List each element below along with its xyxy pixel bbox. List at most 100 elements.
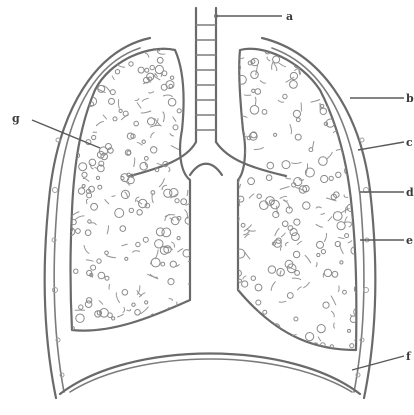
alveolus-mark <box>150 65 154 69</box>
alveolus-mark <box>170 189 178 197</box>
alveolus-mark <box>86 51 91 56</box>
alveolus-mark <box>119 109 122 112</box>
label-g: g <box>12 112 100 148</box>
bronchiole-mark <box>69 177 72 181</box>
alveolus-mark <box>115 70 119 74</box>
alveolus-mark <box>273 56 280 63</box>
alveolus-mark <box>255 284 262 291</box>
alveolus-mark <box>309 148 313 152</box>
alveolus-mark <box>307 52 314 59</box>
alveolus-mark <box>256 319 260 323</box>
alveolus-mark <box>257 194 261 198</box>
bronchiole-mark <box>118 99 119 108</box>
alveolus-mark <box>282 221 288 227</box>
bronchiole-mark <box>137 143 143 146</box>
bronchiole-mark <box>157 51 165 54</box>
alveolus-mark <box>295 271 300 276</box>
alveolus-mark <box>250 328 256 334</box>
alveolus-mark <box>74 269 78 273</box>
alveolus-mark <box>142 140 145 143</box>
bronchiole-mark <box>327 152 333 159</box>
alveolus-mark <box>170 261 176 267</box>
alveolus-mark <box>321 250 325 254</box>
bronchiole-mark <box>158 330 167 332</box>
bronchiole-mark <box>256 65 258 75</box>
alveolus-mark <box>354 308 362 316</box>
bronchiole-mark <box>170 133 174 136</box>
alveolus-mark <box>138 67 144 73</box>
alveolus-mark <box>145 301 148 304</box>
alveolus-mark <box>187 76 196 85</box>
bronchiole-mark <box>341 79 345 81</box>
alveolus-mark <box>76 314 84 322</box>
alveolus-mark <box>82 185 85 188</box>
bronchiole-mark <box>112 196 116 197</box>
bronchiole-mark <box>239 199 240 206</box>
label-e: e <box>360 234 413 247</box>
bronchiole-mark <box>169 299 173 301</box>
alveolus-mark <box>242 281 248 287</box>
bronchiole-mark <box>303 282 309 288</box>
alveolus-mark <box>262 110 267 115</box>
trachea <box>196 8 216 142</box>
alveolus-mark <box>312 352 318 358</box>
alveolus-mark <box>338 83 343 88</box>
alveolus-mark <box>323 302 329 308</box>
alveolus-mark <box>303 202 310 209</box>
bronchiole-mark <box>316 207 322 208</box>
bronchiole-mark <box>163 95 173 97</box>
alveolus-mark <box>96 176 99 179</box>
bronchiole-mark <box>187 190 188 196</box>
bronchiole-mark <box>106 256 116 258</box>
bronchiole-mark <box>344 195 348 198</box>
alveolus-mark <box>191 196 195 200</box>
bronchiole-mark <box>278 100 284 102</box>
bronchiole-mark <box>297 241 302 245</box>
alveolus-mark <box>255 89 261 95</box>
alveolus-mark <box>148 118 155 125</box>
bronchiole-mark <box>247 346 249 350</box>
alveolus-mark <box>306 333 314 341</box>
alveolus-mark <box>290 229 297 236</box>
alveolus-mark <box>122 290 128 296</box>
alveolus-mark <box>183 323 188 328</box>
bronchiole-mark <box>244 95 251 96</box>
alveolus-mark <box>329 176 333 180</box>
bronchiole-mark <box>280 187 290 190</box>
bronchiole-mark <box>263 324 269 328</box>
bronchiole-mark <box>305 255 311 263</box>
label-c-leader <box>358 142 404 150</box>
bronchiole-mark <box>235 231 237 238</box>
alveolus-mark <box>238 279 241 282</box>
alveolus-mark <box>340 261 343 264</box>
alveolus-mark <box>251 71 259 79</box>
alveolus-mark <box>296 118 300 122</box>
bronchiole-mark <box>277 206 278 214</box>
label-f-text: f <box>406 350 412 363</box>
bronchiole-mark <box>125 192 128 198</box>
alveolus-mark <box>250 106 259 115</box>
alveolus-mark <box>321 104 324 107</box>
alveolus-mark <box>346 85 351 90</box>
bronchiole-mark <box>117 64 125 67</box>
bronchiole-mark <box>292 278 301 280</box>
label-d-text: d <box>406 186 414 199</box>
bronchiole-mark <box>191 91 193 95</box>
alveolus-mark <box>324 269 331 276</box>
alveolus-mark <box>92 135 96 139</box>
alveolus-mark <box>283 94 287 98</box>
alveolus-mark <box>108 313 113 318</box>
alveolus-mark <box>190 236 197 243</box>
bronchiole-mark <box>255 97 256 106</box>
bronchiole-mark <box>254 323 258 332</box>
alveolus-mark <box>105 276 109 280</box>
bronchiole-mark <box>134 158 135 168</box>
bronchiole-mark <box>321 213 325 214</box>
alveolus-mark <box>248 178 255 185</box>
alveolus-mark <box>151 147 157 153</box>
alveolus-mark <box>98 185 102 189</box>
alveolus-mark <box>79 163 87 171</box>
bronchiole-mark <box>75 216 85 221</box>
bronchiole-mark <box>168 167 170 172</box>
